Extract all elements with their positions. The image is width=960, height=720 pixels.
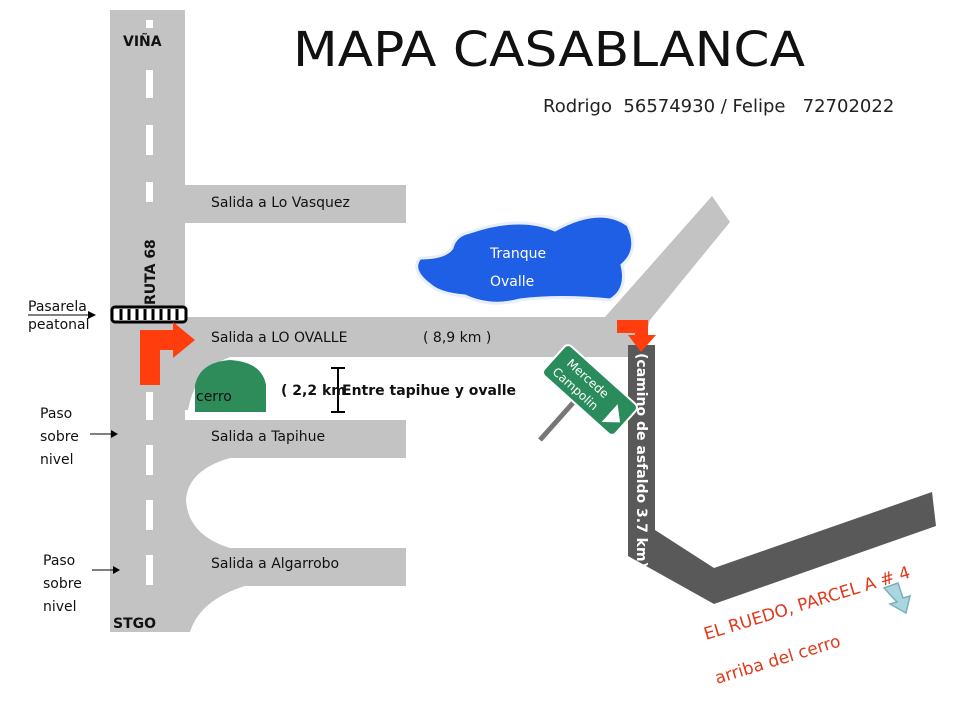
page-title: MAPA CASABLANCA — [293, 22, 805, 78]
road-northeast — [600, 196, 730, 357]
contact-numbers: Rodrigo 56574930 / Felipe 72702022 — [543, 96, 894, 117]
exit-label-algarrobo: Salida a Algarrobo — [211, 556, 339, 572]
south-end-label: STGO — [113, 616, 156, 632]
lake-label-2: Ovalle — [490, 274, 534, 290]
paso2-label-1: Paso — [43, 553, 75, 569]
segment-description: Entre tapihue y ovalle — [342, 383, 516, 399]
pasarela-label-1: Pasarela — [28, 299, 87, 315]
highway-name: RUTA 68 — [143, 239, 159, 305]
hill-label: cerro — [196, 389, 232, 405]
road-lo-ovalle-curve — [185, 357, 230, 410]
bridge-slats — [119, 309, 179, 320]
lane-dashes — [146, 20, 153, 585]
paso2-label-3: nivel — [43, 599, 77, 615]
exit-label-lo-vasquez: Salida a Lo Vasquez — [211, 195, 350, 211]
sign-arrow-icon — [601, 404, 621, 423]
road-tapihue — [185, 420, 406, 458]
distance-marker — [331, 367, 345, 413]
road-algarrobo — [185, 548, 406, 586]
lake-tranque-ovalle — [415, 214, 635, 305]
paso1-label-1: Paso — [40, 406, 72, 422]
asphalt-road-label: (camino de asfaldo 3.7 km) — [633, 353, 649, 568]
road-tapihue-curve — [185, 458, 230, 548]
north-end-label: VIÑA — [123, 33, 162, 50]
turn-arrow-icon — [140, 322, 195, 385]
turn-arrow-down-icon — [617, 320, 656, 352]
hill-cerro — [195, 360, 266, 412]
road-sign: Mercede Campolin — [538, 344, 638, 442]
destination-arrow-icon — [882, 582, 912, 615]
road-lo-vasquez — [185, 185, 406, 223]
exit-distance-lo-ovalle: ( 8,9 km ) — [423, 330, 491, 346]
paso1-label-3: nivel — [40, 452, 74, 468]
destination-note: arriba del cerro — [713, 632, 843, 689]
lake-label-1: Tranque — [489, 246, 546, 262]
segment-distance: ( 2,2 km — [281, 383, 346, 399]
pasarela-arrow-icon — [28, 311, 96, 319]
exit-label-tapihue: Salida a Tapihue — [211, 429, 325, 445]
paso1-label-2: sobre — [40, 429, 79, 445]
exit-label-lo-ovalle: Salida a LO OVALLE — [211, 330, 347, 346]
paso2-arrow-icon — [92, 566, 120, 574]
road-algarrobo-curve — [185, 586, 245, 632]
pedestrian-bridge — [110, 305, 188, 324]
pasarela-label-2: peatonal — [28, 317, 89, 333]
asphalt-road — [628, 345, 936, 604]
paso2-label-2: sobre — [43, 576, 82, 592]
road-lo-ovalle — [185, 317, 630, 357]
paso1-arrow-icon — [90, 430, 118, 438]
